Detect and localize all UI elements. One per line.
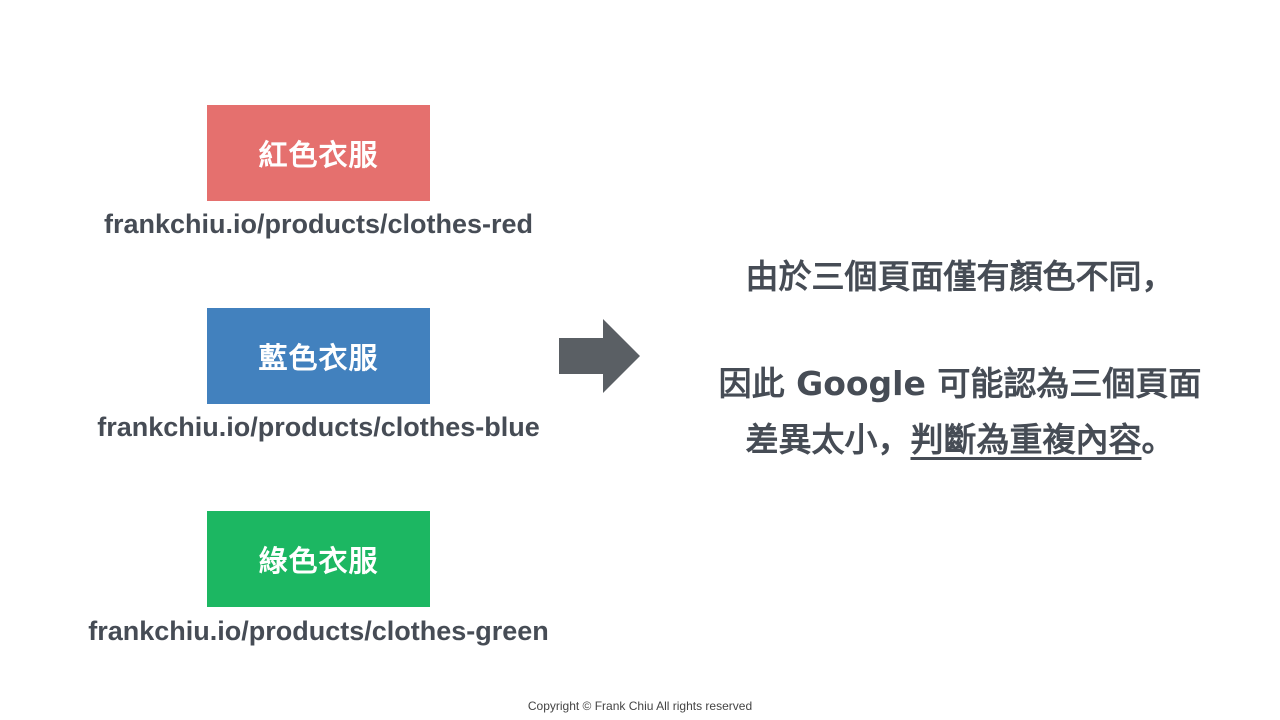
message-line-3: 差異太小，判斷為重複內容。	[680, 412, 1240, 468]
green-url: frankchiu.io/products/clothes-green	[88, 616, 549, 646]
message-line-2: 因此 Google 可能認為三個頁面	[718, 364, 1202, 403]
red-url: frankchiu.io/products/clothes-red	[103, 209, 534, 239]
blue-clothes-box: 藍色衣服	[207, 308, 430, 404]
right-arrow-icon	[559, 319, 640, 393]
message-line-1: 由於三個頁面僅有顏色不同，	[745, 257, 1175, 296]
red-clothes-box: 紅色衣服	[207, 105, 430, 201]
message-line-3c: 。	[1141, 420, 1175, 459]
message-line-3a: 差異太小，	[745, 420, 911, 459]
green-clothes-box: 綠色衣服	[207, 511, 430, 607]
copyright: Copyright © Frank Chiu All rights reserv…	[527, 699, 753, 713]
blue-url: frankchiu.io/products/clothes-blue	[97, 412, 540, 442]
duplicate-content-emphasis: 判斷為重複內容	[910, 420, 1142, 459]
